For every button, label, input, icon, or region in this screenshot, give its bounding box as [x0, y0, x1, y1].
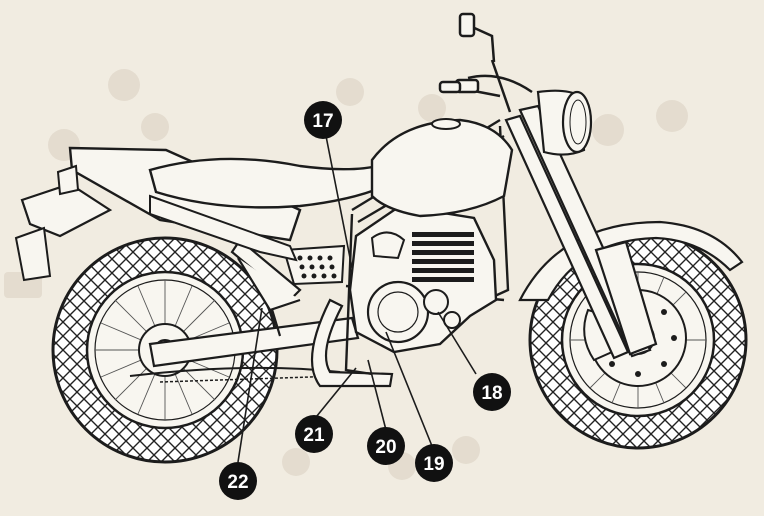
- fuel-cap: [432, 119, 460, 129]
- ghost-callout: [592, 114, 624, 146]
- ghost-callout: [452, 436, 480, 464]
- callout-number: 17: [312, 111, 333, 132]
- callout-17: 17: [304, 101, 342, 139]
- carburetor: [372, 232, 404, 258]
- callout-20: 20: [367, 427, 405, 465]
- ghost-callout: [656, 100, 688, 132]
- ghost-callout: [336, 78, 364, 106]
- tail-light: [58, 166, 78, 194]
- callout-number: 19: [423, 454, 444, 475]
- callout-number: 20: [375, 437, 396, 458]
- callout-19: 19: [415, 444, 453, 482]
- fuel-tank: [372, 120, 512, 216]
- callout-number: 21: [303, 425, 325, 446]
- ghost-callout: [108, 69, 140, 101]
- callout-21: 21: [295, 415, 333, 453]
- callout-22: 22: [219, 462, 257, 500]
- callout-18: 18: [473, 373, 511, 411]
- headlight: [538, 91, 591, 155]
- leader-line-20: [368, 360, 386, 430]
- ghost-callout: [141, 113, 169, 141]
- seat: [150, 159, 404, 207]
- ghost-callout: [282, 448, 310, 476]
- ghost-callout: [418, 94, 446, 122]
- callout-number: 22: [227, 472, 248, 493]
- handlebar: [440, 14, 532, 112]
- callout-number: 18: [481, 383, 502, 404]
- oil-level-window: [424, 290, 448, 314]
- engine: [350, 206, 496, 352]
- engine-side-cover: [368, 282, 428, 342]
